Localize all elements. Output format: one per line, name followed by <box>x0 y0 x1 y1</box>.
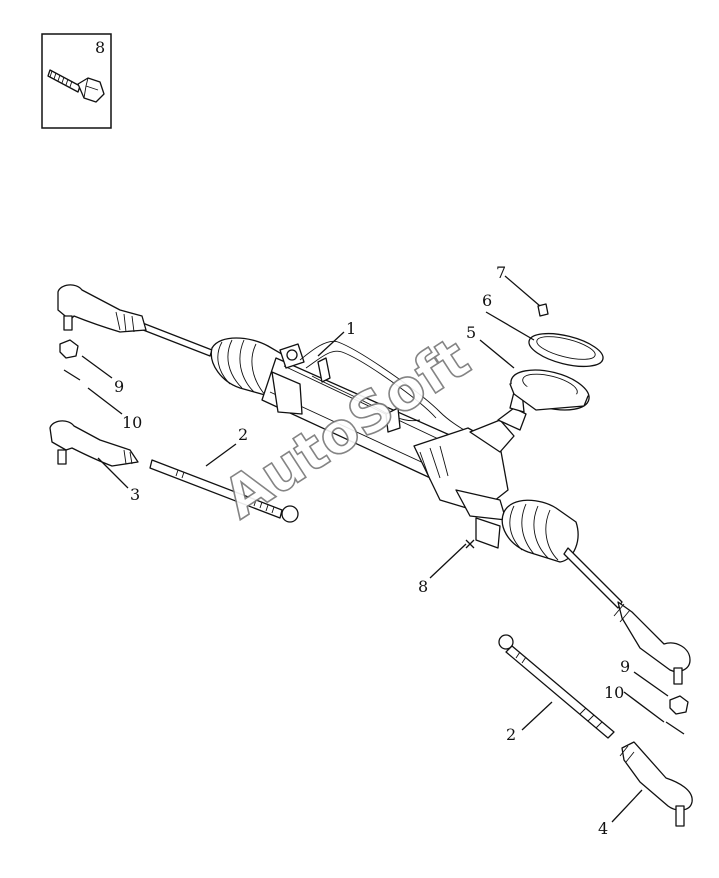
callout-9-right: 9 <box>620 657 630 676</box>
left-outer-tie-rod-end-assembled <box>57 284 147 333</box>
tie-rod-end-left-part <box>49 420 139 467</box>
callout-10-right: 10 <box>604 683 624 702</box>
inset-bolt-box: 8 <box>41 33 112 129</box>
callout-7: 7 <box>496 263 506 282</box>
cotter-pin-right-part <box>665 721 685 735</box>
callout-4: 4 <box>598 819 608 838</box>
right-outer-tie-rod-end-assembled <box>613 601 691 685</box>
callout-9-left: 9 <box>114 377 124 396</box>
seal-ring-part <box>528 332 604 368</box>
cotter-pin-left-part <box>63 369 81 381</box>
steering-rack-assembly <box>137 321 623 609</box>
tie-rod-right-part <box>498 634 615 739</box>
inset-label: 8 <box>95 38 105 57</box>
pinion-housing <box>413 391 527 549</box>
callout-6: 6 <box>482 291 492 310</box>
callout-2-right: 2 <box>506 725 516 744</box>
leader-lines <box>81 275 669 823</box>
nut-left-part <box>59 339 79 359</box>
callout-5: 5 <box>466 323 476 342</box>
callout-3: 3 <box>130 485 140 504</box>
tie-rod-left-part <box>149 459 299 523</box>
nut-right-part <box>669 695 689 715</box>
callout-8: 8 <box>418 577 428 596</box>
callout-1: 1 <box>346 319 356 338</box>
callout-labels: 1 2 3 5 6 7 8 9 10 2 9 10 4 <box>114 263 630 838</box>
bolt-icon <box>47 69 105 103</box>
right-boot <box>501 499 579 563</box>
callout-10-left: 10 <box>122 413 142 432</box>
tie-rod-end-right-part <box>619 741 693 827</box>
mount-bolt-marker <box>465 539 475 549</box>
callout-2-left: 2 <box>238 425 248 444</box>
clip-part <box>537 303 549 317</box>
boot-seal-part <box>509 369 590 411</box>
left-mount-bracket <box>271 343 305 415</box>
